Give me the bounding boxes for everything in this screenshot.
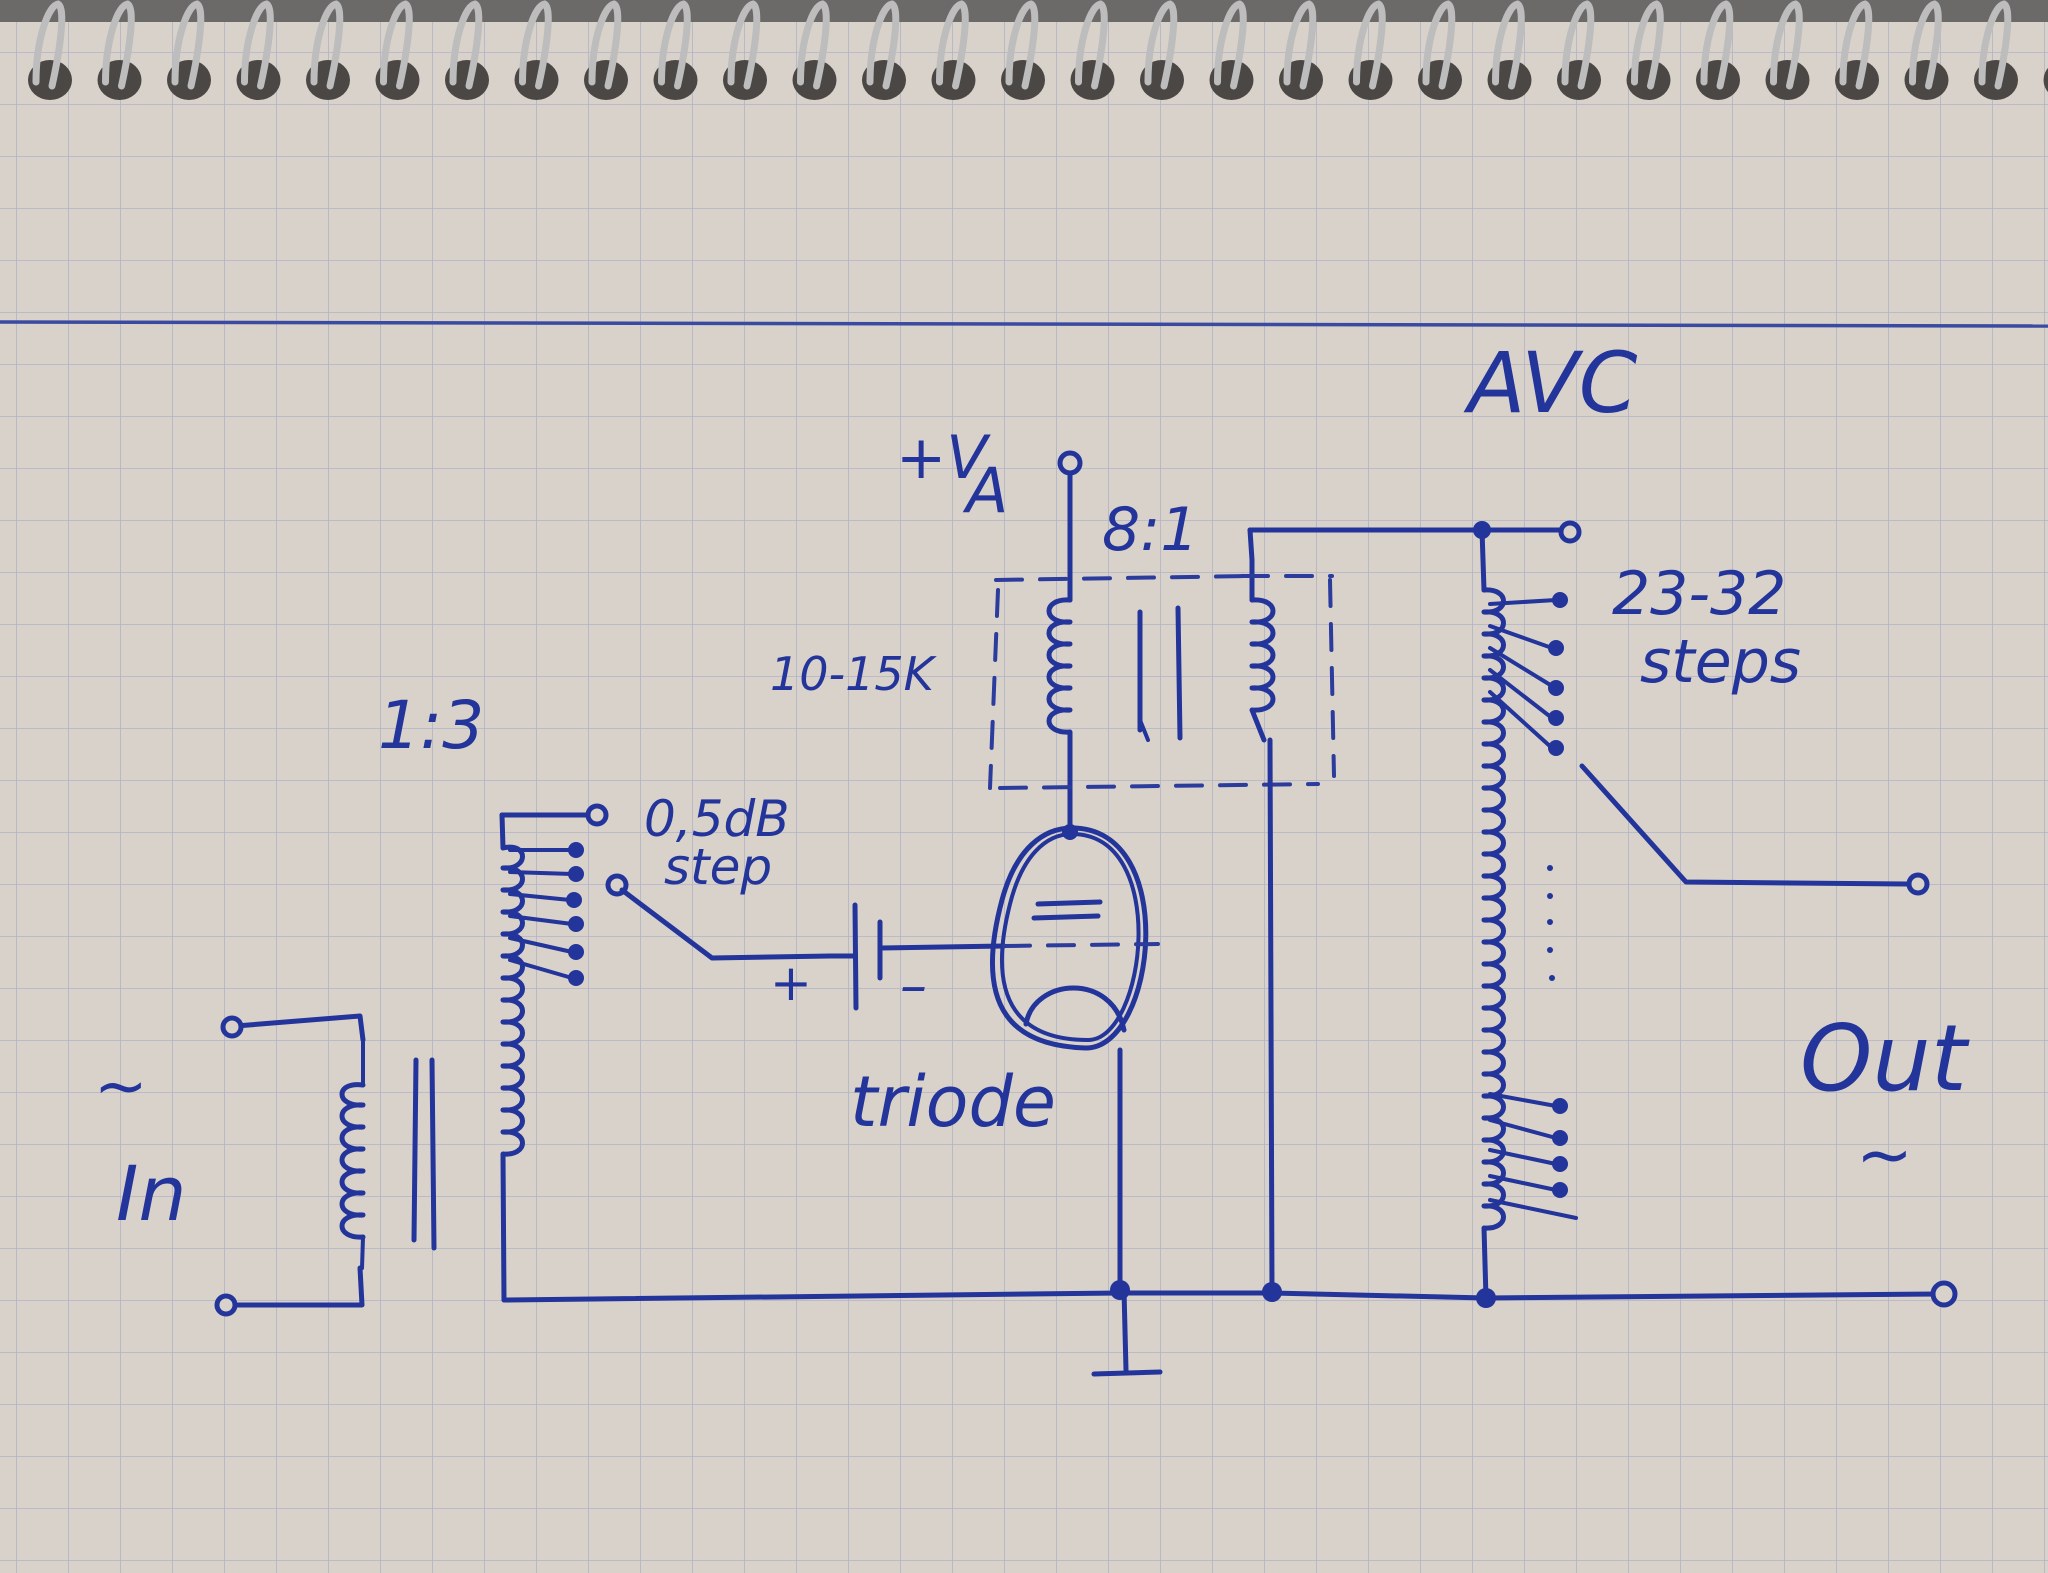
input-ratio-label: 1:3 <box>378 687 484 764</box>
spiral-ring <box>1005 0 1039 90</box>
avc-lower-taps <box>1488 1092 1578 1220</box>
triode-cathode <box>1023 985 1127 1033</box>
spiral-ring <box>380 0 413 90</box>
input-ac-symbol: ~ <box>94 1050 148 1124</box>
spiral-ring <box>519 0 552 90</box>
margin-line <box>0 320 2048 328</box>
triode-grid <box>1002 942 1160 948</box>
spiral-ring <box>1144 0 1178 90</box>
supply-subscript: A <box>962 454 1008 527</box>
input-terminal-bottom <box>214 1265 365 1317</box>
ground-symbol <box>1091 1369 1163 1377</box>
triode-plate <box>1035 899 1103 907</box>
battery-plus-label: + <box>770 954 812 1012</box>
spiral-ring <box>797 0 830 90</box>
output-ratio-label: 8:1 <box>1102 495 1199 565</box>
output-terminal-bottom[interactable] <box>1930 1280 1958 1308</box>
spiral-ring <box>1978 0 2012 90</box>
spiral-ring <box>1770 0 1803 90</box>
spiral-ring <box>1075 0 1108 90</box>
binding-hole <box>2043 67 2048 93</box>
battery-to-grid-lead <box>877 943 1007 951</box>
output-ac-symbol: ~ <box>1856 1116 1913 1195</box>
triode-label: triode <box>850 1061 1056 1143</box>
output-label: Out <box>1800 1005 1970 1112</box>
spiral-ring <box>1631 0 1664 90</box>
triode-plate-2 <box>1031 913 1101 921</box>
spiral-ring <box>1353 0 1386 90</box>
spiral-ring <box>32 0 66 90</box>
avc-label: AVC <box>1463 334 1638 432</box>
spiral-ring <box>1909 0 1942 90</box>
resistance-label: 10-15K <box>770 647 938 701</box>
output-core-line-2 <box>1175 605 1183 741</box>
avc-selector-wiper <box>1579 763 1913 887</box>
spiral-ring <box>1283 0 1317 90</box>
supply-label: +V <box>896 423 991 493</box>
avc-ellipsis-dots <box>1547 865 1555 981</box>
spiral-ring <box>1700 0 1734 90</box>
ground-stem <box>1121 1287 1129 1373</box>
battery-minus-label: – <box>900 954 927 1017</box>
spiral-ring <box>171 0 205 90</box>
supply-terminal[interactable] <box>1057 450 1083 476</box>
step-word-label: step <box>664 838 772 896</box>
spiral-ring <box>727 0 761 90</box>
spiral-ring <box>241 0 274 90</box>
tap-terminal-top[interactable] <box>585 803 609 827</box>
steps-word-label: steps <box>1640 627 1801 697</box>
output-primary-coil <box>1046 597 1073 835</box>
triode-tube <box>990 824 1160 1051</box>
input-terminal-top <box>220 1013 366 1043</box>
spiral-ring <box>1422 0 1456 90</box>
core-tick <box>1138 718 1150 742</box>
spiral-ring <box>1214 0 1247 90</box>
input-primary-coil <box>339 1082 366 1240</box>
avc-top-terminal[interactable] <box>1558 520 1582 544</box>
spiral-ring <box>658 0 691 90</box>
spiral-ring <box>936 0 969 90</box>
input-core-line-2 <box>429 1057 437 1251</box>
input-label: In <box>116 1149 187 1238</box>
spiral-ring <box>310 0 344 90</box>
steps-range-label: 23-32 <box>1612 559 1786 629</box>
spiral-ring <box>1839 0 1873 90</box>
spiral-binding <box>28 0 2048 100</box>
primary-lead-bottom <box>360 1235 365 1270</box>
input-secondary-coil <box>499 812 525 1303</box>
spiral-ring <box>102 0 135 90</box>
output-secondary-coil <box>1249 597 1276 743</box>
output-transformer-shield <box>988 574 1336 790</box>
output-secondary-lead-top <box>1247 527 1255 563</box>
spiral-ring <box>1492 0 1525 90</box>
input-selector-wiper <box>619 887 833 961</box>
output-terminal-top[interactable] <box>1906 872 1930 896</box>
spiral-ring <box>1561 0 1595 90</box>
avc-upper-taps <box>1488 592 1568 756</box>
step-db-label: 0,5dB <box>644 790 790 848</box>
input-core-line-1 <box>411 1057 419 1243</box>
secondary-taps <box>508 842 584 986</box>
spiral-ring <box>588 0 622 90</box>
secondary-return-lead <box>1267 737 1275 1296</box>
spiral-ring <box>449 0 483 90</box>
avc-coil-lead-top <box>1479 527 1487 593</box>
spiral-ring <box>866 0 900 90</box>
